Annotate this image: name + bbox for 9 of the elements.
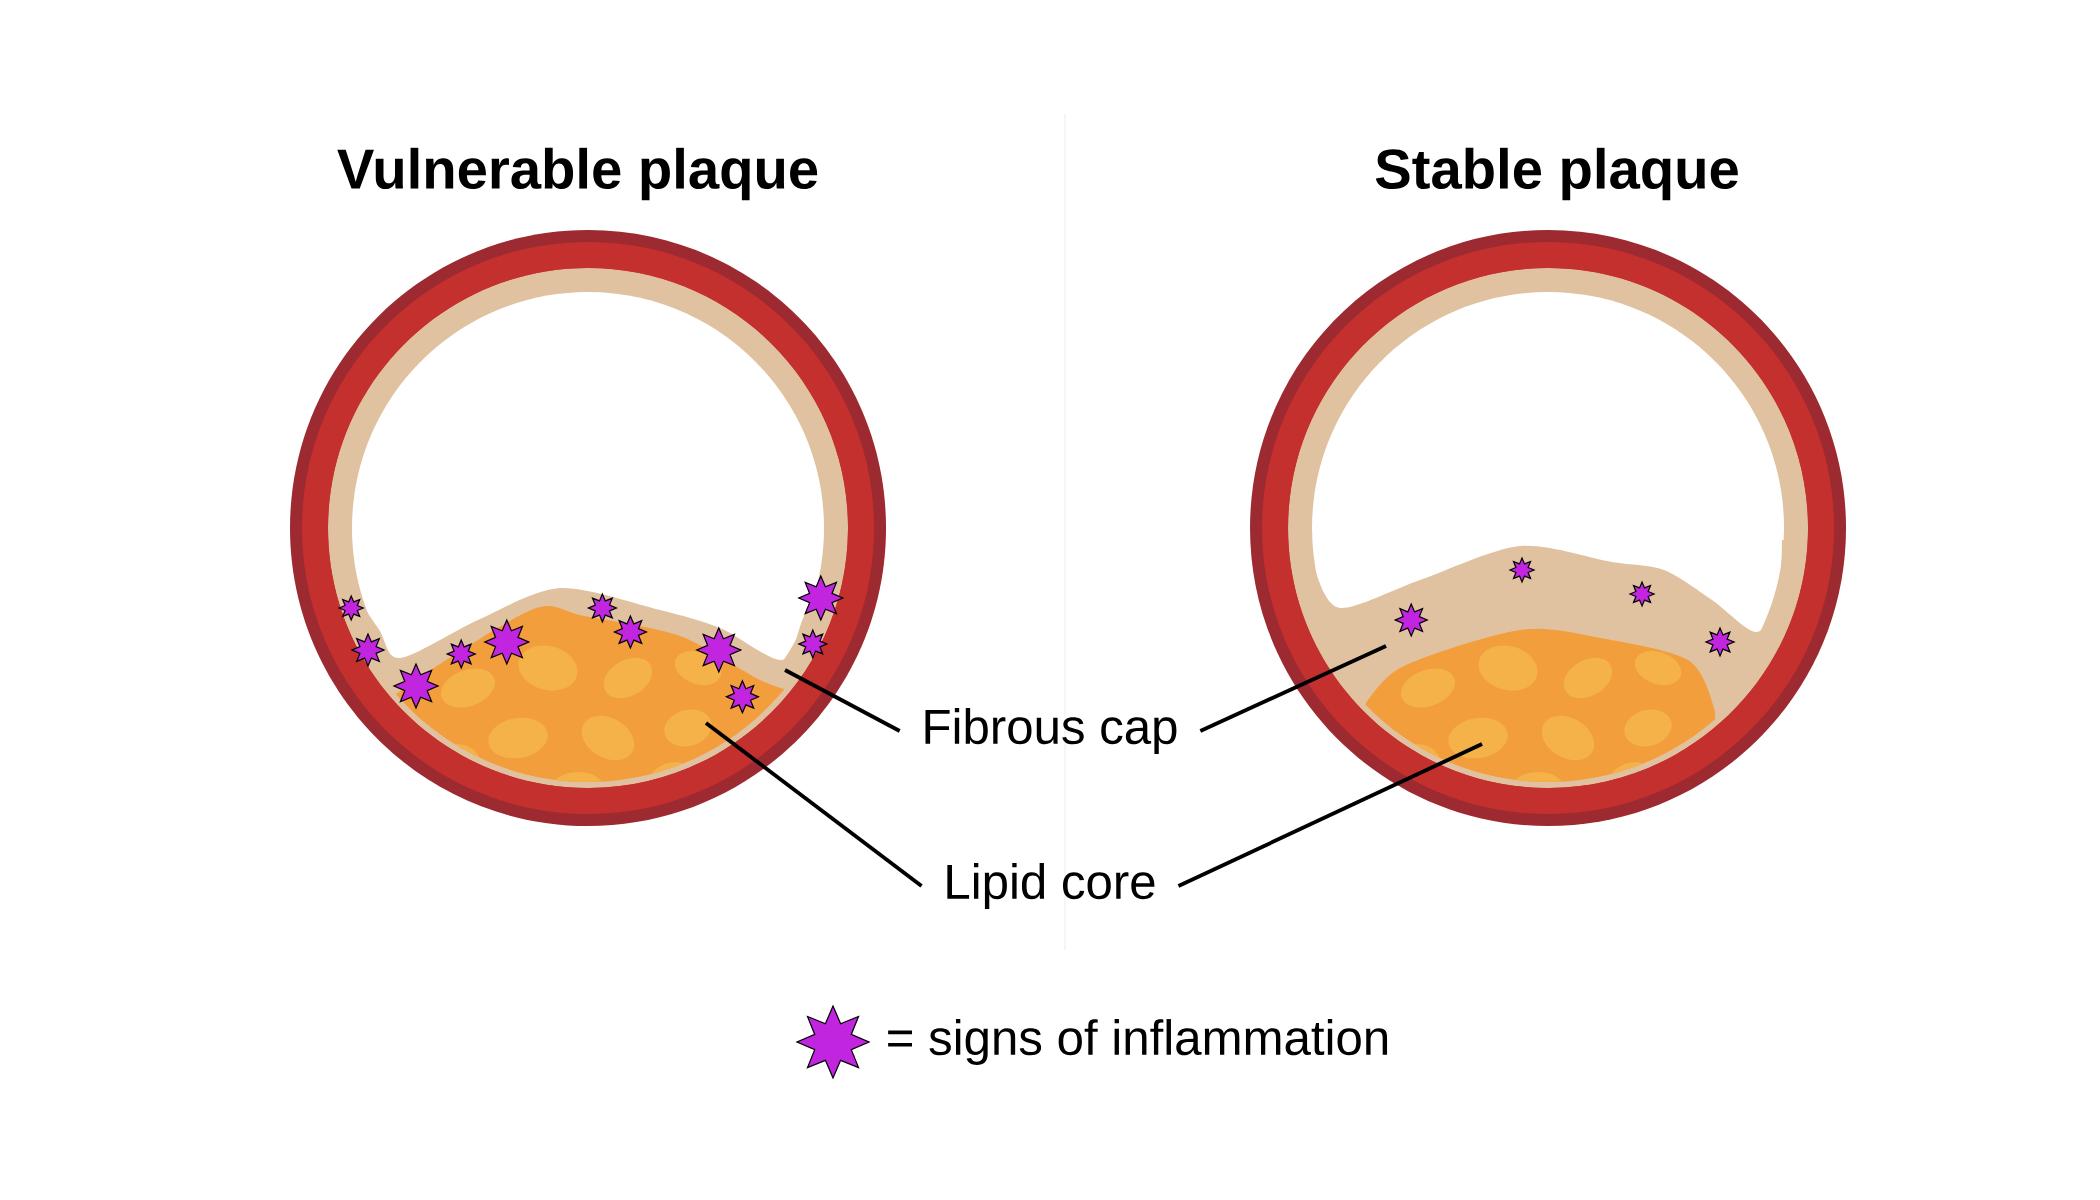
legend-text: = signs of inflammation (888, 1019, 1388, 1065)
leader-line (784, 668, 901, 733)
heading: Vulnerable plaque (337, 147, 818, 201)
leader-line (704, 721, 923, 888)
part-label: Fibrous cap (925, 708, 1177, 754)
part-label: Lipid core (947, 863, 1155, 909)
leader-line (1199, 644, 1387, 733)
heading: Stable plaque (1375, 147, 1738, 201)
leader-line (1177, 742, 1483, 888)
